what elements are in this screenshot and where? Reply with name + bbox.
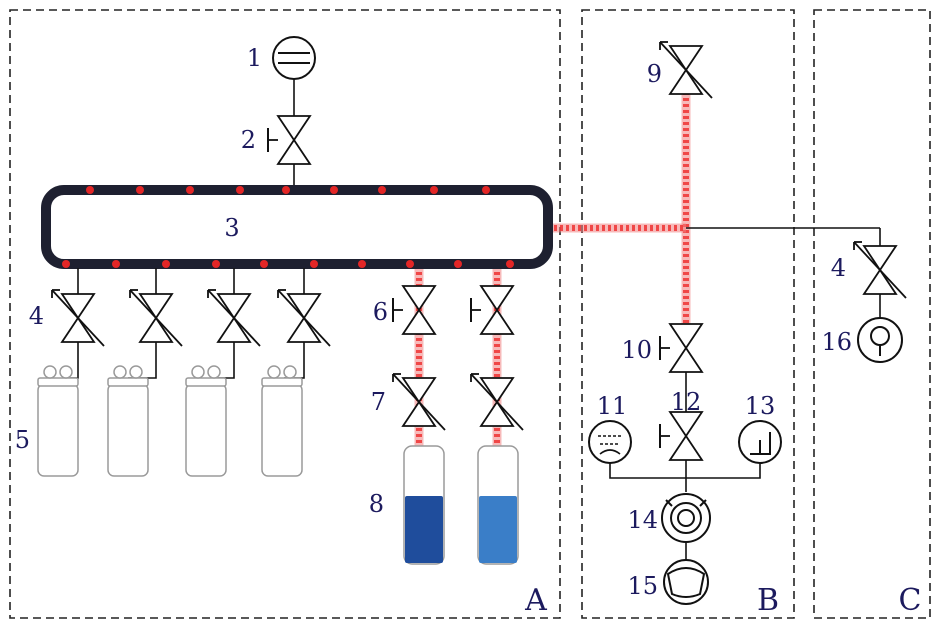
label-3: 3 — [224, 214, 239, 242]
label-4-panel-c: 4 — [831, 254, 846, 282]
label-16: 16 — [821, 328, 852, 356]
panel-a-box — [9, 9, 561, 619]
gauge-13 — [738, 420, 782, 464]
pump-14 — [661, 493, 711, 543]
regulating-valve-7a — [393, 374, 445, 430]
gauge-11 — [588, 420, 632, 464]
label-14: 14 — [627, 506, 658, 534]
label-8: 8 — [369, 490, 384, 518]
manual-valve-6a — [393, 286, 435, 334]
pump-16 — [857, 317, 903, 363]
manifold-3 — [41, 185, 553, 269]
manual-valve-2 — [268, 116, 310, 164]
liquid-bottle-8a — [403, 445, 445, 565]
gas-cylinder-5c — [185, 365, 227, 477]
panel-label-b: B — [757, 583, 779, 618]
regulating-valve-4c — [208, 290, 260, 346]
label-15: 15 — [627, 572, 658, 600]
label-7: 7 — [371, 388, 386, 416]
panel-b-box — [581, 9, 795, 619]
gauge-1 — [272, 36, 316, 116]
gas-cylinder-5b — [107, 365, 149, 477]
label-13: 13 — [745, 392, 776, 420]
gas-cylinder-5d — [261, 365, 303, 477]
liquid-branches — [393, 286, 523, 565]
label-2: 2 — [241, 126, 256, 154]
liquid-bottle-8b — [477, 445, 519, 565]
regulating-valve-4b — [130, 290, 182, 346]
manual-valve-6b — [471, 286, 513, 334]
panel-c-box — [813, 9, 931, 619]
manual-valve-10 — [660, 324, 702, 372]
regulating-valve-4d — [278, 290, 330, 346]
label-6: 6 — [373, 298, 388, 326]
panel-label-c: C — [899, 583, 922, 618]
panel-label-a: A — [524, 583, 547, 618]
regulating-valve-7b — [471, 374, 523, 430]
manifold-red-dots — [62, 186, 514, 268]
regulating-valve-9 — [660, 42, 712, 98]
gas-cylinder-5a — [37, 365, 79, 477]
label-1: 1 — [247, 44, 262, 72]
label-9: 9 — [647, 60, 662, 88]
label-10: 10 — [621, 336, 652, 364]
pump-15 — [663, 559, 709, 605]
label-5: 5 — [15, 426, 30, 454]
manual-valve-12 — [660, 412, 702, 460]
gas-branches — [37, 268, 330, 477]
regulating-valve-4-panel-c — [854, 242, 906, 298]
label-11: 11 — [597, 392, 628, 420]
label-4-panel-a: 4 — [29, 302, 44, 330]
label-12: 12 — [671, 388, 702, 416]
regulating-valve-4a — [52, 290, 104, 346]
